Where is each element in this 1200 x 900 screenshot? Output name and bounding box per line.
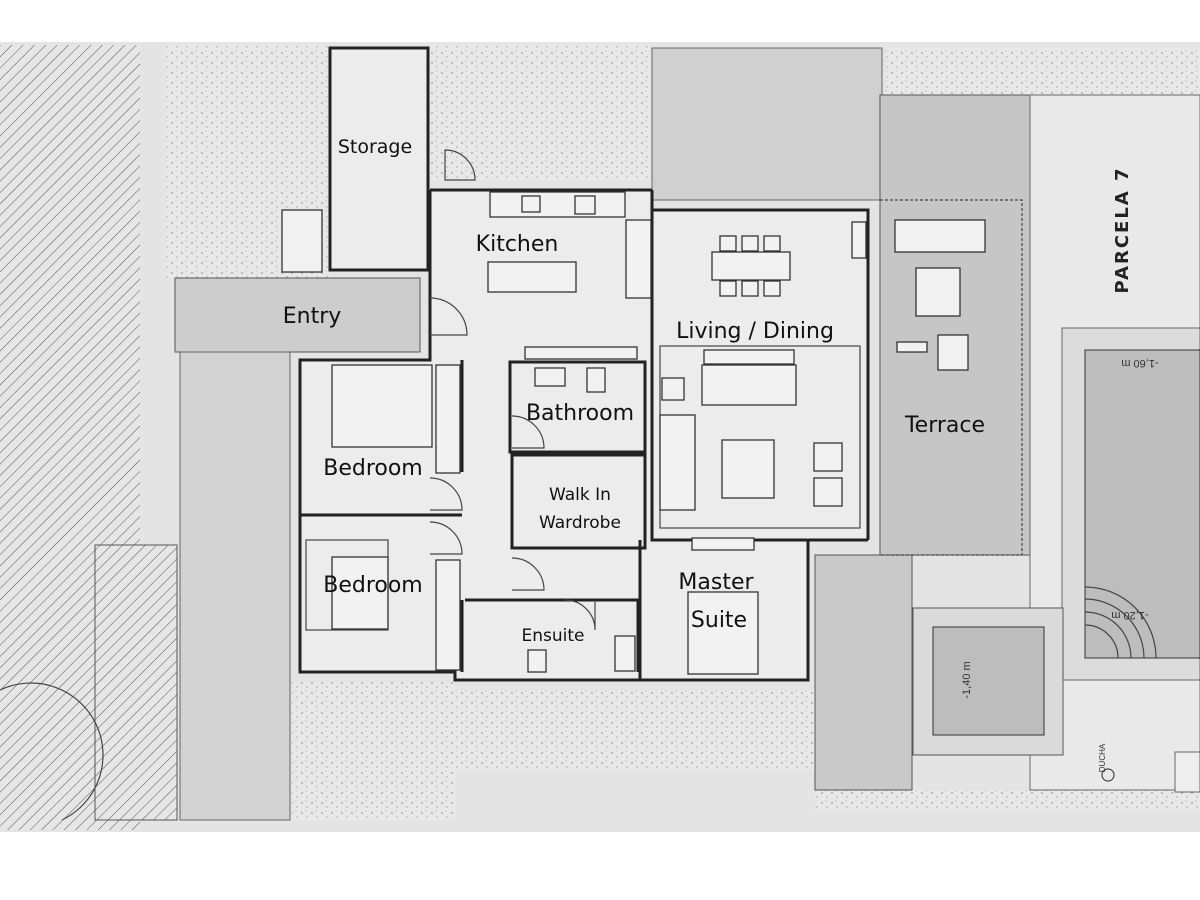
storage-floor <box>330 48 428 270</box>
terrace-area <box>879 94 1031 556</box>
garden-area <box>455 690 815 770</box>
room-label-storage: Storage <box>338 136 412 158</box>
kitchen-counter <box>489 191 626 218</box>
room-label-master-2: Suite <box>691 608 747 633</box>
room-label-master-1: Master <box>678 570 754 595</box>
room-label-bedroom-2: Bedroom <box>323 573 423 598</box>
shower-label: DUCHA <box>1098 743 1107 772</box>
dining-table <box>711 251 791 281</box>
walls <box>298 46 1023 682</box>
plot-label: PARCELA 7 <box>1112 166 1133 293</box>
pool <box>1084 349 1200 659</box>
garden-area <box>815 790 1200 810</box>
garden-area <box>292 682 455 820</box>
coffee-table <box>721 439 775 499</box>
hatched-boundary <box>94 544 178 821</box>
outdoor-table <box>915 267 961 317</box>
bed <box>331 556 389 630</box>
small-pool-depth: -1,40 m <box>961 661 973 698</box>
room-label-walk-in-2: Wardrobe <box>539 513 621 533</box>
sofa-side <box>659 414 696 511</box>
bed <box>687 591 759 675</box>
house-floor <box>300 190 868 680</box>
entry-zone <box>174 277 421 353</box>
room-label-terrace: Terrace <box>904 413 985 438</box>
paved-area <box>814 554 913 791</box>
plot-wall <box>1174 751 1200 793</box>
sink-icon <box>521 195 541 213</box>
paved-area <box>651 47 883 201</box>
pool-depth-shallow: -1,20 m <box>1111 609 1148 621</box>
door-swings <box>429 149 596 631</box>
small-pool <box>932 626 1045 736</box>
wardrobe <box>435 559 461 671</box>
garden-area <box>885 48 1200 96</box>
room-label-walk-in-1: Walk In <box>549 485 611 505</box>
room-label-living-dining: Living / Dining <box>676 319 834 344</box>
kitchen-island <box>487 261 577 293</box>
outdoor-sofa <box>894 219 986 253</box>
sofa <box>701 364 797 406</box>
bed <box>331 364 433 448</box>
pool-depth-deep: -1,60 m <box>1121 357 1158 369</box>
room-label-entry: Entry <box>283 304 342 329</box>
room-label-ensuite: Ensuite <box>522 626 585 646</box>
curve-line <box>0 682 104 821</box>
room-label-bedroom-1: Bedroom <box>323 456 423 481</box>
shower-icon <box>1101 768 1115 782</box>
pool-steps <box>1084 586 1157 659</box>
wardrobe <box>435 364 461 474</box>
room-label-kitchen: Kitchen <box>476 232 559 257</box>
furniture <box>281 191 986 675</box>
garden-area <box>428 45 650 180</box>
fridge <box>625 219 652 299</box>
side-path <box>179 351 291 821</box>
room-label-bathroom: Bathroom <box>526 401 634 426</box>
stove-icon <box>574 195 596 215</box>
